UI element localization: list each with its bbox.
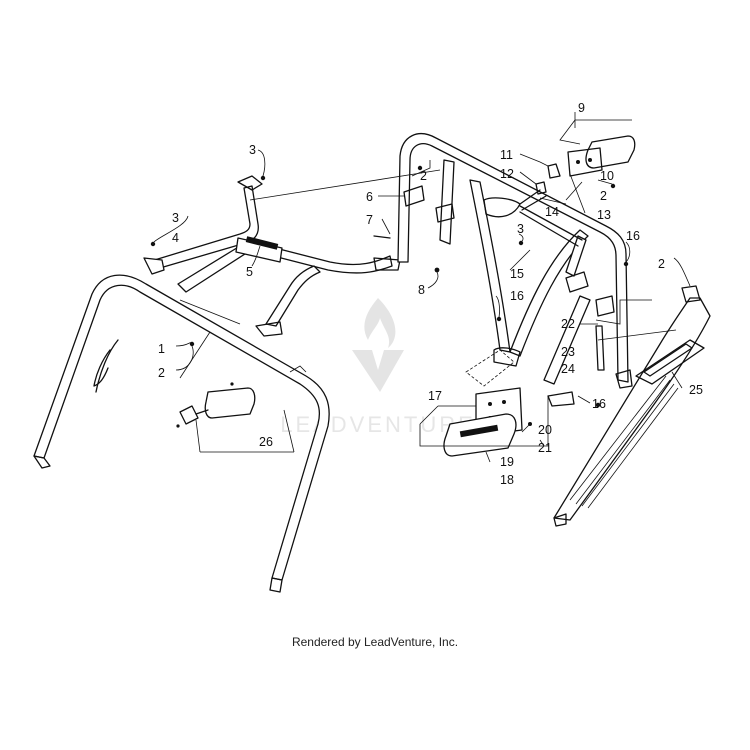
callout-16: 16: [626, 229, 640, 243]
callout-2: 2: [600, 189, 607, 203]
rear-floor-panel: [553, 285, 711, 527]
callout-25: 25: [689, 383, 703, 397]
callout-26: 26: [259, 435, 273, 449]
callout-17: 17: [428, 389, 442, 403]
cage-bracket: [595, 325, 605, 371]
callout-20: 20: [538, 423, 552, 437]
watermark-logo: LEADVENTURE: [280, 298, 476, 437]
callout-11: 11: [500, 148, 513, 162]
callout-15: 15: [510, 267, 524, 281]
leader-lines: [153, 112, 691, 463]
callout-10: 10: [600, 169, 614, 183]
callout-14: 14: [545, 205, 559, 219]
rear-roll-cage: [397, 133, 633, 389]
callout-23: 23: [561, 345, 575, 359]
callout-12: 12: [500, 167, 514, 181]
callout-7: 7: [366, 213, 373, 227]
callout-1: 1: [158, 342, 165, 356]
callout-labels: 1 2 2 2 2 3 3 3 4 5 6 7 8 9 10 11 12 13 …: [158, 101, 703, 487]
callout-19: 19: [500, 455, 514, 469]
callout-9: 9: [578, 101, 585, 115]
footer-credit: Rendered by LeadVenture, Inc.: [291, 635, 459, 649]
callout-4: 4: [172, 231, 179, 245]
callout-16: 16: [510, 289, 524, 303]
callout-3: 3: [517, 222, 524, 236]
callout-21: 21: [538, 441, 552, 455]
callout-5: 5: [246, 265, 253, 279]
callout-2: 2: [420, 169, 427, 183]
callout-16: 16: [592, 397, 606, 411]
callout-24: 24: [561, 362, 575, 376]
fasteners: [150, 165, 629, 408]
mounting-plate: [443, 387, 575, 457]
callout-13: 13: [597, 208, 611, 222]
callout-3: 3: [249, 143, 256, 157]
rear-view-mirror: [176, 382, 256, 428]
callout-8: 8: [418, 283, 425, 297]
callout-3: 3: [172, 211, 179, 225]
callout-22: 22: [561, 317, 575, 331]
callout-2: 2: [658, 257, 665, 271]
callout-2: 2: [158, 366, 165, 380]
callout-6: 6: [366, 190, 373, 204]
callout-18: 18: [500, 473, 514, 487]
tail-light-assembly: [519, 135, 636, 211]
front-cross-bar: [143, 175, 401, 337]
watermark-text: LEADVENTURE: [280, 412, 476, 437]
front-roll-bar: [33, 274, 330, 593]
